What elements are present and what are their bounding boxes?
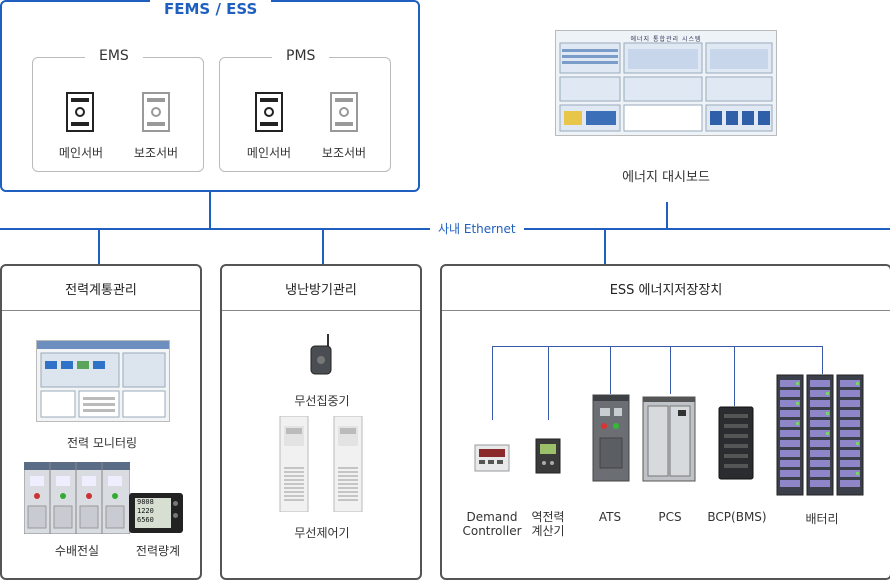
battery-rack-icon bbox=[776, 374, 864, 496]
power-management-title: 전력계통관리 bbox=[2, 266, 200, 311]
meter-readout-3: 6560 bbox=[137, 516, 154, 524]
ems-title: EMS bbox=[85, 48, 143, 64]
battery-label: 배터리 bbox=[805, 512, 839, 526]
bus-drop-battery bbox=[822, 346, 823, 374]
bcp-bms-label: BCP(BMS) bbox=[707, 510, 767, 524]
reverse-power-meter-icon bbox=[535, 438, 561, 474]
dashboard-panels bbox=[559, 42, 773, 132]
backup-server-icon bbox=[142, 92, 170, 132]
demand-controller-label: Demand Controller bbox=[462, 510, 522, 538]
ems-main-server-label: 메인서버 bbox=[58, 146, 104, 160]
server-icon bbox=[66, 92, 94, 132]
switchgear-icon bbox=[24, 462, 130, 534]
dashboard-label: 에너지 대시보드 bbox=[622, 170, 710, 185]
backup-server-icon bbox=[330, 92, 358, 132]
reverse-power-meter-label: 역전력 계산기 bbox=[531, 510, 565, 538]
fems-uplink bbox=[209, 190, 211, 228]
bus-drop-pcs bbox=[670, 346, 671, 394]
dashboard-uplink bbox=[666, 202, 668, 228]
pms-backup-server-label: 보조서버 bbox=[321, 146, 367, 160]
substation-label: 수배전실 bbox=[54, 544, 100, 558]
ats-cabinet-icon bbox=[592, 394, 630, 482]
ess-title: ESS 에너지저장장치 bbox=[442, 266, 890, 311]
wireless-controller-label: 무선제어기 bbox=[294, 526, 350, 540]
ats-label: ATS bbox=[598, 510, 622, 524]
demand-controller-icon bbox=[474, 444, 510, 472]
ems-backup-server-label: 보조서버 bbox=[133, 146, 179, 160]
ems-group: EMS 메인서버 보조서버 bbox=[32, 48, 204, 172]
meter-readout-2: 1220 bbox=[137, 507, 154, 515]
fems-ess-title: FEMS / ESS bbox=[150, 0, 272, 18]
hvac-management-title: 냉난방기관리 bbox=[222, 266, 420, 311]
pcs-cabinet-icon bbox=[642, 396, 696, 482]
ess-bus bbox=[492, 346, 822, 347]
bus-drop-reverse bbox=[548, 346, 549, 420]
ess-box: ESS 에너지저장장치 Demand Controller 역전력 계산기 AT… bbox=[440, 264, 890, 580]
power-monitoring-label: 전력 모니터링 bbox=[66, 436, 138, 450]
power-meter-label: 전력량계 bbox=[135, 544, 181, 558]
wireless-hub-icon bbox=[310, 334, 332, 375]
ethernet-label: 사내 Ethernet bbox=[430, 220, 524, 237]
bms-rack-icon bbox=[718, 406, 754, 480]
meter-display: 9808 1220 6560 bbox=[135, 498, 171, 528]
ess-downlink bbox=[604, 228, 606, 264]
hvac-management-box: 냉난방기관리 무선집중기 무선제어기 bbox=[220, 264, 422, 580]
bus-drop-demand bbox=[492, 346, 493, 420]
fems-ess-box: FEMS / ESS EMS 메인서버 보조서버 PMS 메인서버 bbox=[0, 0, 420, 192]
server-icon bbox=[255, 92, 283, 132]
power-monitoring-screenshot bbox=[36, 340, 170, 422]
hvac-downlink bbox=[322, 228, 324, 264]
wireless-hub-label: 무선집중기 bbox=[294, 394, 350, 408]
power-downlink bbox=[98, 228, 100, 264]
bus-drop-ats bbox=[610, 346, 611, 394]
pcs-label: PCS bbox=[658, 510, 682, 524]
power-meter-icon: 9808 1220 6560 bbox=[129, 493, 183, 533]
pms-main-server-label: 메인서버 bbox=[246, 146, 292, 160]
air-conditioner-icon bbox=[279, 416, 309, 512]
pms-title: PMS bbox=[272, 48, 330, 64]
pms-group: PMS 메인서버 보조서버 bbox=[219, 48, 391, 172]
power-management-box: 전력계통관리 전력 모니터링 bbox=[0, 264, 202, 580]
meter-readout-1: 9808 bbox=[137, 498, 154, 506]
dashboard-screenshot: 에너지 통합관리 시스템 bbox=[555, 30, 777, 136]
bus-drop-bcp bbox=[734, 346, 735, 406]
dashboard-screen-title: 에너지 통합관리 시스템 bbox=[630, 36, 702, 43]
air-conditioner-icon bbox=[333, 416, 363, 512]
